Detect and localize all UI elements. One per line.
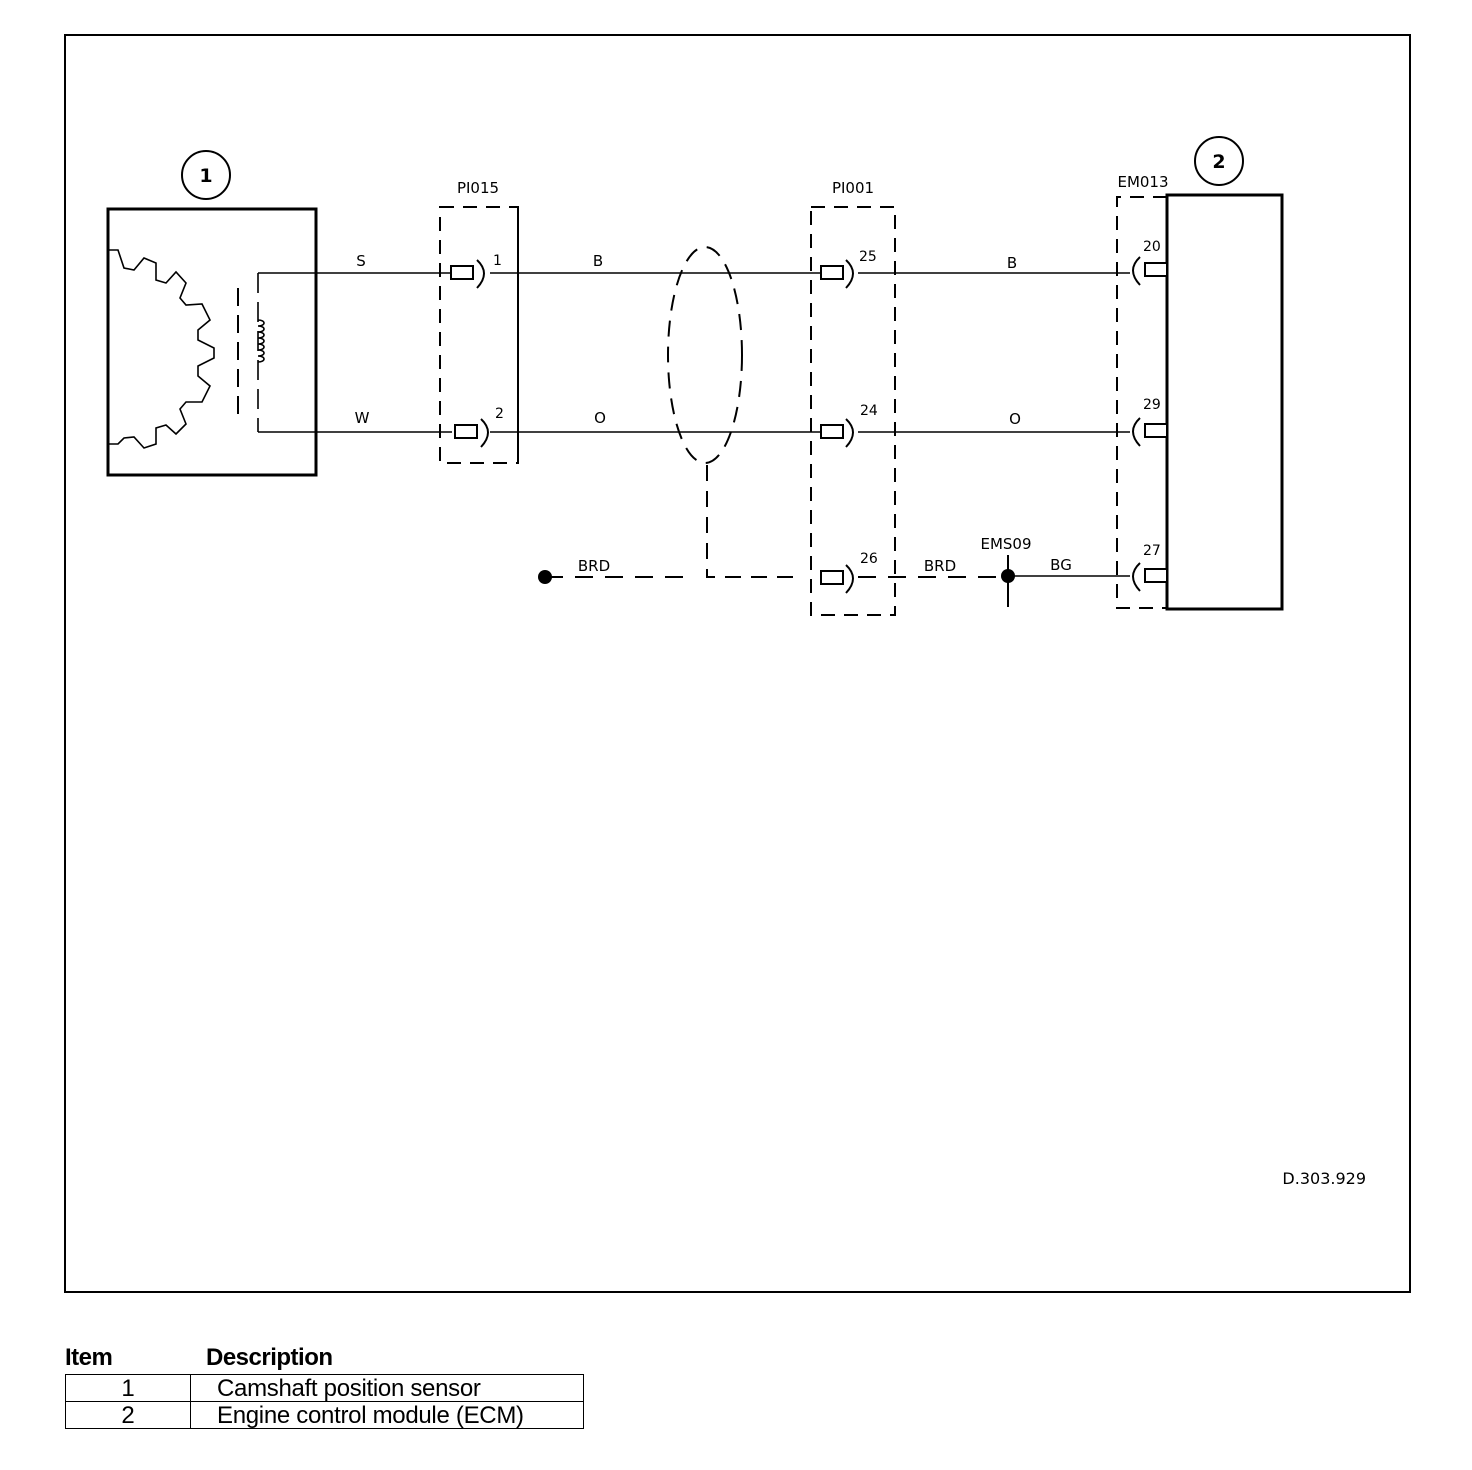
- legend-item-description: Engine control module (ECM): [190, 1401, 584, 1429]
- wire-label-s: S: [356, 252, 366, 270]
- connector-pi001: PI001: [810, 179, 896, 616]
- pin-pi001-26: 26: [860, 551, 878, 567]
- connector-em013: EM013: [1116, 173, 1169, 609]
- wire-label-o-mid: O: [594, 409, 606, 427]
- connector-pi001-label: PI001: [832, 179, 874, 197]
- pin-em013-29: 29: [1143, 397, 1161, 413]
- pin-pi001-24: 24: [860, 403, 878, 419]
- component-1-number: 1: [199, 165, 212, 187]
- legend-header-item: Item: [65, 1344, 113, 1371]
- legend-row: 1 Camshaft position sensor: [65, 1374, 584, 1402]
- legend-item-number: 1: [65, 1374, 191, 1402]
- pin-pi015-2: 2: [495, 406, 504, 422]
- cable-shield: [545, 246, 1000, 578]
- drawing-reference: D.303.929: [1282, 1169, 1366, 1188]
- pin-pi001-25: 25: [859, 249, 877, 265]
- component-2-number: 2: [1212, 151, 1225, 173]
- splice-ems09: EMS09: [980, 535, 1130, 607]
- pin-em013-20: 20: [1143, 239, 1161, 255]
- wire-label-b-ecm: B: [1007, 254, 1017, 272]
- pin-pi015-1: 1: [493, 253, 502, 269]
- wire-label-w: W: [355, 409, 370, 427]
- component-2-marker: 2: [1194, 136, 1244, 186]
- reluctor-wheel-icon: [108, 249, 215, 449]
- diagram-frame: [64, 34, 1411, 1293]
- wire-label-brd-left: BRD: [578, 557, 610, 575]
- legend: Item Description 1 Camshaft position sen…: [65, 1344, 585, 1429]
- wire-label-o-ecm: O: [1009, 410, 1021, 428]
- coil-icon: [257, 319, 265, 363]
- engine-control-module: [1165, 193, 1284, 611]
- terminals: [450, 256, 1168, 594]
- connector-pi015: PI015: [439, 179, 519, 464]
- legend-item-number: 2: [65, 1401, 191, 1429]
- legend-table: 1 Camshaft position sensor 2 Engine cont…: [65, 1374, 584, 1429]
- connector-pi015-label: PI015: [457, 179, 499, 197]
- legend-header: Item Description: [65, 1344, 585, 1374]
- pin-em013-27: 27: [1143, 543, 1161, 559]
- wire-label-brd-right: BRD: [924, 557, 956, 575]
- wire-label-b-mid: B: [593, 252, 603, 270]
- wiring-diagram: 1 2 PI015 PI001 EM013: [64, 34, 1411, 1293]
- legend-item-description: Camshaft position sensor: [190, 1374, 584, 1402]
- wire-label-bg: BG: [1050, 556, 1072, 574]
- shield-end-dot: [538, 570, 552, 584]
- legend-row: 2 Engine control module (ECM): [65, 1401, 584, 1429]
- camshaft-position-sensor: [106, 207, 318, 477]
- splice-ems09-label: EMS09: [980, 535, 1031, 553]
- connector-em013-label: EM013: [1117, 173, 1168, 191]
- legend-header-description: Description: [206, 1344, 333, 1371]
- component-1-marker: 1: [181, 150, 231, 200]
